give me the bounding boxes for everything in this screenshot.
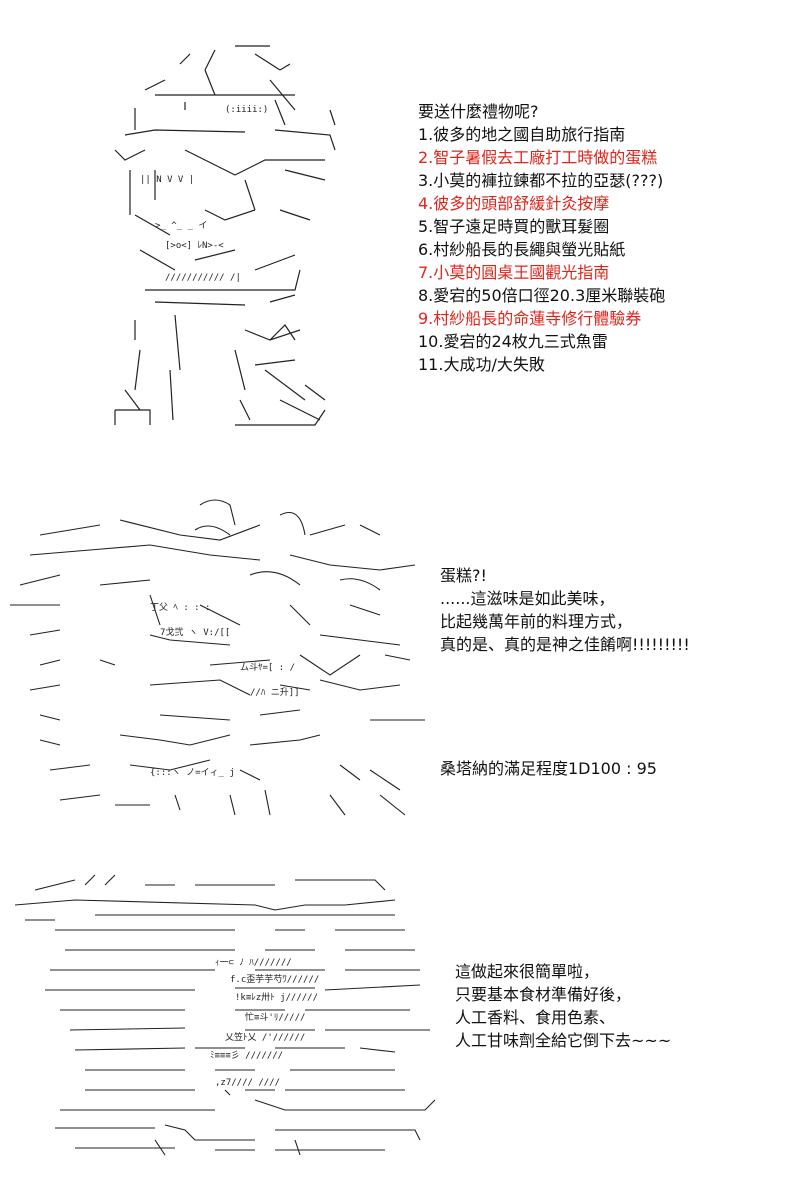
ascii-art-figure-3: ｨ一⊂ ﾉ ﾊ/////// f.c歪芋芋芍ﾜ////// !k≡ﾚz卅ﾄ j/…	[15, 874, 436, 1156]
svg-text://///////// /|: /////////// /|	[165, 273, 241, 283]
dialog-line-3: 比起幾萬年前的料理方式，	[440, 612, 633, 631]
gift-option-2: 2.智子暑假去工廠打工時做的蛋糕	[418, 148, 658, 167]
recipe-line-1: 這做起來很簡單啦，	[455, 962, 600, 981]
ascii-art-character-gift: (:iiii:) || N V V | >_ ^_ _ イ [>o<] ﾚN>-…	[95, 40, 345, 430]
recipe-line-3: 人工香料、食用色素、	[455, 1008, 616, 1027]
cake-reaction-dialog: 蛋糕?! ......這滋味是如此美味， 比起幾萬年前的料理方式， 真的是、真的…	[440, 564, 690, 656]
gift-option-3: 3.小莫的褲拉鍊都不拉的亞瑟(???)	[418, 171, 664, 190]
svg-text:忙≡斗'ﾘ/////: 忙≡斗'ﾘ/////	[245, 1011, 305, 1023]
svg-text:[>o<] ﾚN>-<: [>o<] ﾚN>-<	[165, 241, 224, 251]
gift-option-7: 7.小莫的圓桌王國觀光指南	[418, 263, 610, 282]
svg-text:>_ ^_ _ イ: >_ ^_ _ イ	[155, 221, 207, 231]
ascii-art-cooking-scene: ｨ一⊂ ﾉ ﾊ/////// f.c歪芋芋芍ﾜ////// !k≡ﾚz卅ﾄ j/…	[15, 870, 440, 1160]
gift-options-list: 要送什麼禮物呢? 1.彼多的地之國自助旅行指南 2.智子暑假去工廠打工時做的蛋糕 3…	[418, 100, 665, 376]
gift-items: 1.彼多的地之國自助旅行指南 2.智子暑假去工廠打工時做的蛋糕 3.小莫的褲拉鍊都不…	[418, 123, 665, 376]
recipe-line-4: 人工甘味劑全給它倒下去~~~	[455, 1031, 672, 1050]
gift-option-4: 4.彼多的頭部舒緩針灸按摩	[418, 194, 610, 213]
svg-text:7戈弐 ヽ V:/[[: 7戈弐 ヽ V:/[[	[160, 626, 230, 638]
svg-text:乂笠ﾄ乂 /'//////: 乂笠ﾄ乂 /'//////	[225, 1031, 305, 1043]
dialog-line-1: 蛋糕?!	[440, 566, 487, 585]
svg-text:{:::ヽ ノ=イィ_ j: {:::ヽ ノ=イィ_ j	[150, 768, 235, 778]
svg-text:,z7//// ////: ,z7//// ////	[215, 1078, 280, 1088]
gift-option-8: 8.愛宕的50倍口徑20.3厘米聯裝砲	[418, 286, 666, 305]
dialog-line-4: 真的是、真的是神之佳餚啊!!!!!!!!!	[440, 635, 690, 654]
ascii-art-figure-1: (:iiii:) || N V V | >_ ^_ _ イ [>o<] ﾚN>-…	[114, 45, 336, 426]
svg-text:ｨ一⊂ ﾉ ﾊ///////: ｨ一⊂ ﾉ ﾊ///////	[215, 958, 292, 968]
satisfaction-roll: 桑塔納的滿足程度1D100 : 95	[440, 757, 657, 780]
gift-option-1: 1.彼多的地之國自助旅行指南	[418, 125, 626, 144]
gift-option-11: 11.大成功/大失敗	[418, 355, 545, 374]
svg-text:丁父 ﾍ : : :: 丁父 ﾍ : : :	[150, 602, 210, 613]
svg-text:f.c歪芋芋芍ﾜ//////: f.c歪芋芋芍ﾜ//////	[230, 973, 319, 985]
dialog-line-2: ......這滋味是如此美味，	[440, 589, 615, 608]
svg-text://ﾊ ニ升]]: //ﾊ ニ升]]	[250, 687, 300, 698]
gift-option-9: 9.村紗船長的命蓮寺修行體驗券	[418, 309, 642, 328]
recipe-line-2: 只要基本食材準備好後，	[455, 985, 632, 1004]
svg-text:!k≡ﾚz卅ﾄ j//////: !k≡ﾚz卅ﾄ j//////	[235, 992, 318, 1003]
ascii-art-figure-2: 丁父 ﾍ : : : 7戈弐 ヽ V:/[[ ム斗ﾔ=[ : / //ﾊ ニ升]…	[10, 499, 425, 816]
gift-option-5: 5.智子遠足時買的獸耳髮圈	[418, 217, 610, 236]
svg-text:ム斗ﾔ=[ : /: ム斗ﾔ=[ : /	[240, 662, 295, 673]
svg-text:|| N V V |: || N V V |	[140, 175, 194, 185]
gift-option-10: 10.愛宕的24枚九三式魚雷	[418, 332, 608, 351]
svg-text:ﾐ≡≡≡彡 ///////: ﾐ≡≡≡彡 ///////	[210, 1050, 283, 1061]
ascii-art-eating-scene: 丁父 ﾍ : : : 7戈弐 ヽ V:/[[ ム斗ﾔ=[ : / //ﾊ ニ升]…	[0, 495, 430, 825]
svg-text:(:iiii:): (:iiii:)	[225, 105, 268, 115]
satisfaction-roll-text: 桑塔納的滿足程度1D100 : 95	[440, 759, 657, 778]
recipe-dialog: 這做起來很簡單啦， 只要基本食材準備好後， 人工香料、食用色素、 人工甘味劑全給…	[455, 960, 671, 1052]
gift-option-6: 6.村紗船長的長繩與螢光貼紙	[418, 240, 626, 259]
gift-question-title: 要送什麼禮物呢?	[418, 102, 539, 121]
